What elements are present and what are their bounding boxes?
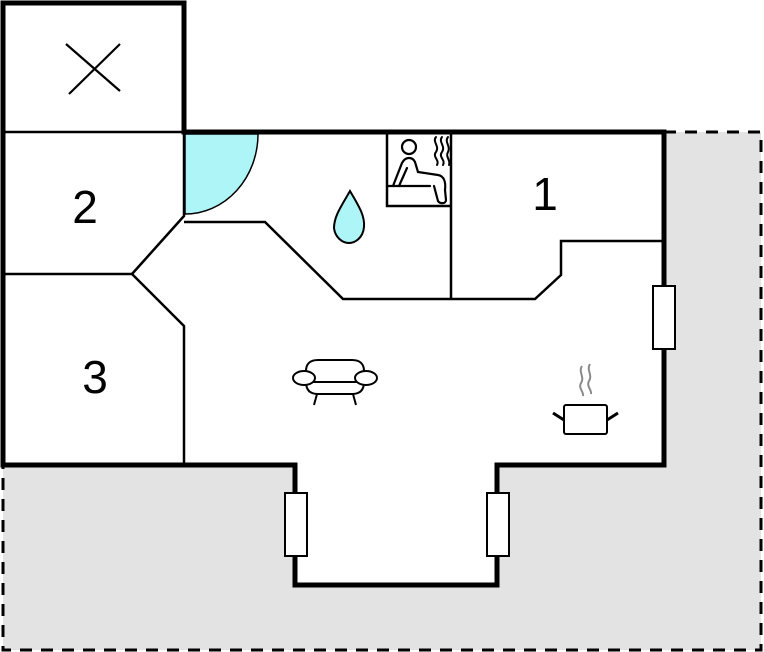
interior-walls: [3, 130, 664, 465]
window-south-right: [486, 492, 510, 557]
window-south-left: [284, 492, 308, 557]
sofa-icon: [292, 359, 378, 406]
bathroom-water-drop-icon: [332, 188, 366, 245]
sauna-icon: [386, 136, 451, 205]
room-label-1: 1: [532, 168, 558, 220]
terrace: [1, 130, 763, 652]
windows: [284, 285, 676, 557]
room-label-2: 2: [72, 181, 98, 233]
window-east: [652, 285, 676, 350]
cooking-pot-icon: [552, 363, 619, 435]
door-swing-icon: [184, 133, 259, 215]
room-label-3: 3: [82, 351, 108, 403]
interior: [3, 3, 664, 585]
closed-room-x-icon: [65, 43, 121, 95]
